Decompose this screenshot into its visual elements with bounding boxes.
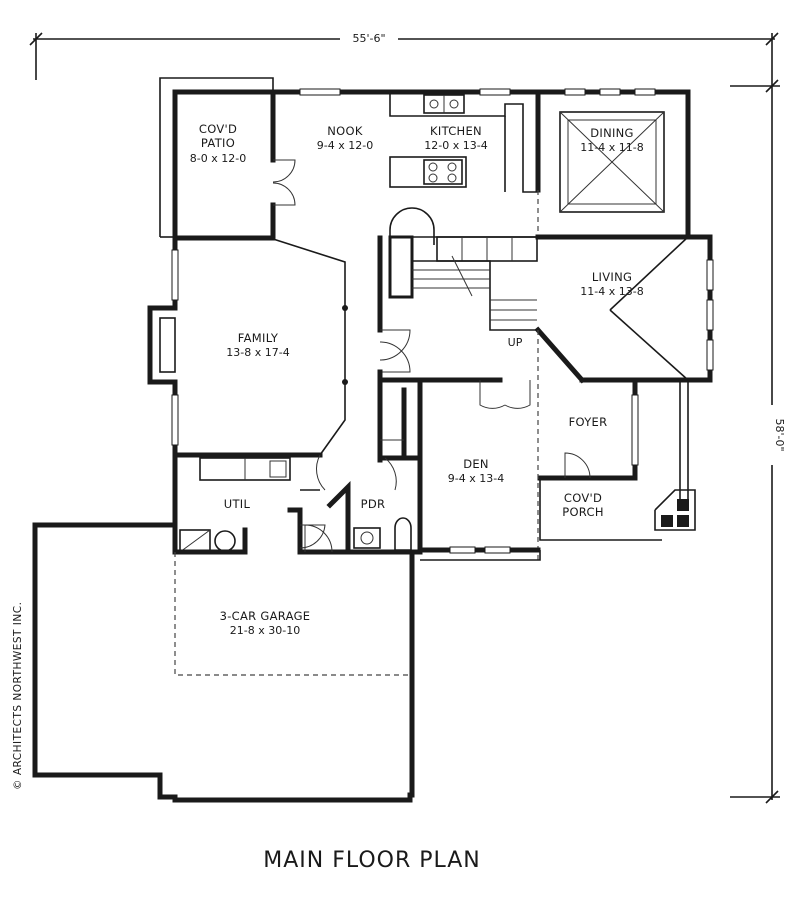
dining-name: DINING [590, 126, 634, 140]
pdr-name: PDR [361, 497, 386, 511]
width-dimension-line [29, 30, 779, 80]
patio-name-line2: PATIO [201, 136, 235, 150]
garage-walls [32, 522, 423, 803]
den-name: DEN [463, 457, 489, 471]
dining-dimensions: 11-4 x 11-8 [580, 141, 643, 154]
stairs [388, 235, 540, 331]
foyer-name: FOYER [569, 415, 608, 429]
depth-dimension-line [730, 79, 782, 804]
nook-dimensions: 9-4 x 12-0 [317, 139, 373, 152]
upper-exterior-walls [172, 89, 691, 241]
sink-icon [423, 94, 465, 114]
living-dimensions: 11-4 x 13-8 [580, 285, 643, 298]
nook-name: NOOK [327, 124, 363, 138]
porch-name-line1: COV'D [564, 491, 602, 505]
upper-windows [299, 88, 656, 96]
plan-title: MAIN FLOOR PLAN [263, 848, 481, 873]
garage-entry-door [304, 524, 333, 553]
covered-patio [159, 77, 276, 240]
hall-walls [377, 235, 423, 463]
patio-name-line1: COV'D [199, 122, 237, 136]
kitchen-counters [389, 92, 538, 193]
copyright-credit: © ARCHITECTS NORTHWEST INC. [12, 602, 24, 790]
stair-up-label: UP [508, 336, 523, 349]
washer-dryer-icons [179, 529, 236, 553]
garage-dimensions: 21-8 x 30-10 [230, 624, 300, 637]
pantry-curve [389, 207, 435, 245]
patio-dimensions: 8-0 x 12-0 [190, 152, 246, 165]
family-dimensions: 13-8 x 17-4 [226, 346, 289, 359]
family-name: FAMILY [238, 331, 279, 345]
util-name: UTIL [224, 497, 251, 511]
cooktop-icon [423, 159, 463, 185]
nook-door-swing [272, 159, 296, 206]
width-dimension-label: 55'-6" [352, 32, 385, 45]
porch-name-line2: PORCH [562, 505, 604, 519]
depth-dimension-label: 58'-0" [773, 418, 786, 451]
dining-ceiling-detail [559, 111, 665, 213]
kitchen-name: KITCHEN [430, 124, 482, 138]
living-windows [706, 259, 714, 371]
foyer-walls [537, 330, 639, 560]
living-room-walls [534, 234, 713, 384]
garage-name: 3-CAR GARAGE [220, 609, 311, 623]
kitchen-dimensions: 12-0 x 13-4 [424, 139, 487, 152]
util-walls [172, 452, 326, 551]
family-windows [171, 249, 179, 446]
pdr-walls [326, 455, 423, 555]
living-name: LIVING [592, 270, 632, 284]
covered-porch [539, 380, 696, 541]
den-dimensions: 9-4 x 13-4 [448, 472, 504, 485]
